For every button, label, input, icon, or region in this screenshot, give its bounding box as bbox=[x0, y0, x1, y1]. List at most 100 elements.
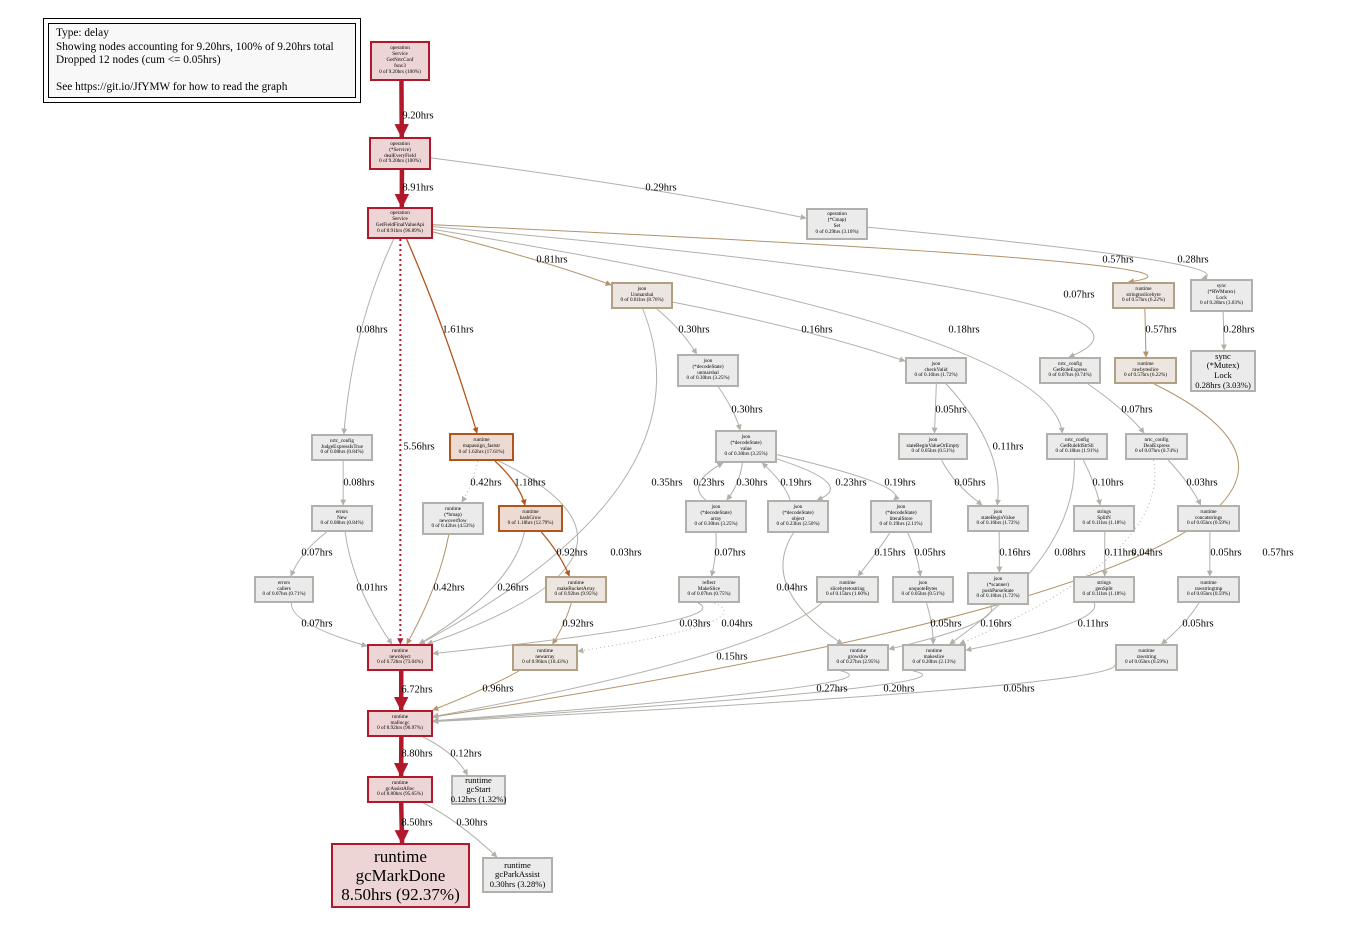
edge-mallocgc-to-gc-start[interactable] bbox=[422, 736, 468, 776]
edge-check-valid-to-state-begin-value-or-empty[interactable] bbox=[931, 383, 938, 434]
edge-mapassign-to-newobject[interactable] bbox=[426, 460, 578, 646]
edge-rawstring-to-mallocgc[interactable] bbox=[432, 664, 1116, 725]
legend-help-link[interactable]: See https://git.io/JfYMW for how to read… bbox=[56, 81, 288, 94]
edge-unquote-bytes-to-makeslice[interactable] bbox=[926, 602, 937, 645]
edge-stringtoslicebyte-to-rawbyteslice[interactable] bbox=[1142, 308, 1149, 358]
edge-get-field-final-value-api-to-mapassign[interactable] bbox=[405, 238, 479, 434]
edge-growslice-to-mallocgc[interactable] bbox=[432, 670, 850, 724]
edge-decode-object-to-decode-value[interactable] bbox=[761, 462, 791, 501]
edge-cmap-set-to-rwmutex-lock[interactable] bbox=[867, 226, 1208, 281]
edge-errors-new-to-errors-callers[interactable] bbox=[290, 531, 328, 577]
edge-unmarshal-to-newobject[interactable] bbox=[419, 308, 657, 645]
edge-decode-unmarshal-to-decode-value[interactable] bbox=[718, 386, 742, 431]
edge-gen-split-to-makeslice[interactable] bbox=[965, 602, 1096, 652]
edge-make-slice-to-newobject[interactable] bbox=[432, 602, 704, 656]
edge-decode-value-to-decode-array[interactable] bbox=[726, 462, 743, 501]
edge-deal-express-to-concatstrings[interactable] bbox=[1167, 459, 1202, 506]
edge-decode-object-to-growslice[interactable] bbox=[782, 532, 843, 645]
edge-decode-array-to-make-slice[interactable] bbox=[709, 532, 717, 577]
edge-get-field-final-value-api-to-unmarshal[interactable] bbox=[432, 231, 612, 286]
edge-deal-every-field-to-cmap-set[interactable] bbox=[430, 157, 807, 220]
edge-hash-grow-to-newobject[interactable] bbox=[418, 531, 525, 645]
edge-unmarshal-to-check-valid[interactable] bbox=[672, 301, 906, 363]
edge-deal-express-to-makeslice[interactable] bbox=[959, 459, 1156, 645]
edge-check-valid-to-state-begin-value[interactable] bbox=[945, 383, 1001, 506]
edge-push-parse-state-to-growslice[interactable] bbox=[888, 604, 993, 651]
edge-hash-grow-to-make-bucket-array[interactable] bbox=[540, 531, 570, 577]
edge-errors-callers-to-newobject[interactable] bbox=[290, 602, 368, 648]
edge-rawstringtmp-to-rawstring[interactable] bbox=[1161, 602, 1200, 645]
edge-literal-store-to-unquote-bytes[interactable] bbox=[907, 532, 923, 577]
edge-newarray-to-mallocgc[interactable] bbox=[432, 670, 520, 711]
edge-literal-store-to-slicebytetostring[interactable] bbox=[857, 532, 891, 577]
edge-decode-value-to-decode-object[interactable] bbox=[776, 458, 831, 501]
edge-rawbyteslice-to-mallocgc[interactable] bbox=[432, 383, 1240, 720]
edge-unmarshal-to-decode-unmarshal[interactable] bbox=[656, 308, 698, 355]
edge-state-begin-value-or-empty-to-state-begin-value[interactable] bbox=[941, 459, 983, 506]
edge-get-field-final-value-api-to-get-rule-id-str-sli[interactable] bbox=[432, 228, 1065, 434]
edge-mapassign-to-hash-grow[interactable] bbox=[494, 460, 527, 506]
edge-newoverflow-to-newobject[interactable] bbox=[406, 534, 450, 645]
edge-make-bucket-array-to-newarray[interactable] bbox=[552, 602, 572, 645]
edge-get-field-final-value-api-to-get-rule-express[interactable] bbox=[432, 226, 1095, 358]
edge-decode-array-to-decode-value[interactable] bbox=[698, 462, 724, 501]
edge-get-field-final-value-api-to-judge-express-is-true[interactable] bbox=[341, 238, 395, 435]
edge-get-rule-express-to-deal-express[interactable] bbox=[1087, 383, 1145, 434]
edge-gc-assist-alloc-to-gc-mark-done[interactable] bbox=[394, 802, 409, 845]
edge-get-field-final-value-api-to-stringtoslicebyte[interactable] bbox=[432, 224, 1149, 285]
edge-mapassign-to-newoverflow[interactable] bbox=[461, 460, 479, 503]
edge-makeslice-to-mallocgc[interactable] bbox=[432, 670, 924, 724]
edge-errors-new-to-newobject[interactable] bbox=[344, 531, 393, 645]
edge-gc-assist-alloc-to-gc-park-assist[interactable] bbox=[423, 802, 498, 858]
edge-get-rule-id-str-sli-to-split-n[interactable] bbox=[1082, 459, 1102, 506]
edge-decode-value-to-literal-store[interactable] bbox=[776, 454, 900, 501]
edge-slicebytetostring-to-mallocgc[interactable] bbox=[432, 602, 822, 719]
edge-rwmutex-lock-to-mutex-lock[interactable] bbox=[1220, 311, 1227, 351]
